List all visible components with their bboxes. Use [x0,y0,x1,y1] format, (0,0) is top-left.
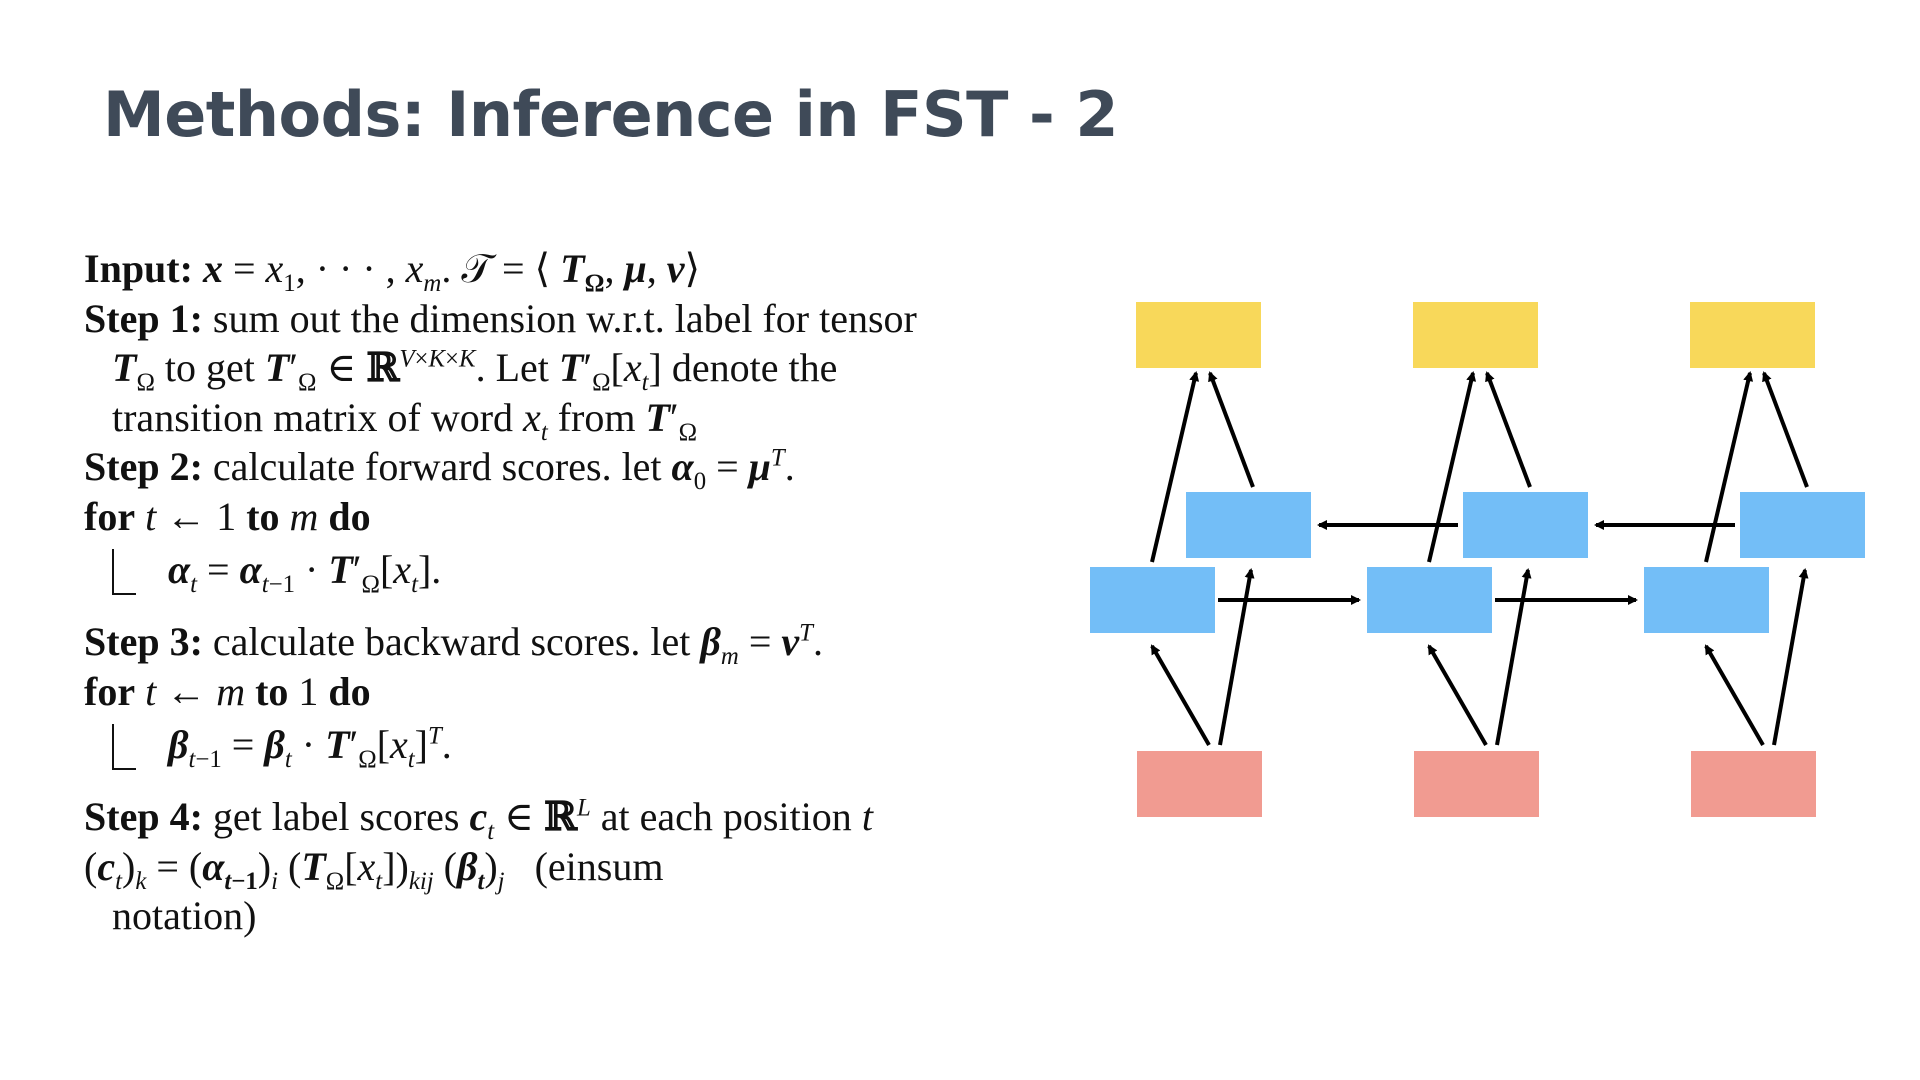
forward-to-output-arrow [1427,371,1477,563]
for-keyword: for [84,668,136,714]
step1-from: from [547,394,646,440]
algo-backward-body: βt−1 = βt · T′Ω[xt]T. [84,716,1044,774]
loop-bracket [112,549,136,595]
input-label: Input: [84,246,193,291]
input-to-forward-arrow [1427,644,1488,746]
notation-label: notation) [112,893,257,938]
step4-text: get label scores [202,794,470,839]
diagram-nodes [1090,302,1865,817]
forward-to-output-arrow [1704,371,1754,563]
algo-backward-for-line: for t ← m to 1 do [84,668,371,714]
input-to-backward-arrow [1772,568,1809,746]
input-to-backward-arrow [1495,568,1532,746]
input-to-forward-arrow [1704,644,1765,746]
input-to-forward-arrow [1150,644,1211,746]
step2-formula: α0 = μT. [671,444,795,495]
output-node [1136,302,1261,368]
step3-label: Step 3: [84,619,203,664]
backward-hidden-node [1186,492,1311,558]
step1-formula-a: TΩ [112,345,155,396]
einsum-label: (einsum [534,843,664,889]
forward-hidden-node [1090,567,1215,633]
step1-let: . Let [475,345,559,390]
forward-hidden-node [1367,567,1492,633]
step3-formula: βm = νT. [700,619,823,670]
input-node [1414,751,1539,817]
algo-forward-body: αt = αt−1 · T′Ω[xt]. [84,541,1044,599]
input-formula: x = x1, · · · , xm. 𝒯 = ⟨ TΩ, μ, ν⟩ [202,246,701,297]
step2-text: calculate forward scores. let [202,444,672,489]
forward-hidden-node [1644,567,1769,633]
einsum-formula: (ct)k = (αt−1)i (TΩ[xt])kij (βt)j [84,843,505,895]
algo-step3-line: Step 3: calculate backward scores. let β… [84,617,1044,670]
output-node [1690,302,1815,368]
step1-denote: denote the [661,345,838,390]
backward-to-output-arrow [1762,371,1809,488]
algo-input-line: Input: x = x1, · · · , xm. 𝒯 = ⟨ TΩ, μ, … [84,244,1044,297]
to-keyword: to [255,668,289,714]
algo-step4-line3: notation) [84,891,1044,941]
do-keyword: do [328,668,371,714]
algo-step4-line2: (ct)k = (αt−1)i (TΩ[xt])kij (βt)j (einsu… [84,842,1044,895]
slide-title: Methods: Inference in FST - 2 [103,78,1118,151]
diagram-arrows [1150,371,1809,746]
step4-label: Step 4: [84,794,203,839]
input-node [1137,751,1262,817]
backward-hidden-node [1463,492,1588,558]
algo-step1-line1: Step 1: sum out the dimension w.r.t. lab… [84,294,1044,344]
algo-step2-line: Step 2: calculate forward scores. let α0… [84,442,1044,495]
algo-step1-line3: transition matrix of word xt from T′Ω [112,394,698,446]
input-to-backward-arrow [1218,568,1255,746]
step1-label: Step 1: [84,295,203,341]
backward-to-output-arrow [1485,371,1532,488]
forward-recursion: αt = αt−1 · T′Ω[xt]. [168,547,442,598]
input-node [1691,751,1816,817]
algorithm-block: Input: x = x1, · · · , xm. 𝒯 = ⟨ TΩ, μ, … [84,244,1044,941]
step1-formula-c: T′Ω[xt] [558,345,662,396]
backward-to-output-arrow [1208,371,1255,488]
step3-text: calculate backward scores. let [202,619,701,664]
backward-recursion: βt−1 = βt · T′Ω[xt]T. [168,722,452,773]
do-keyword: do [328,493,371,539]
to-keyword: to [246,493,280,539]
step1-formula-b: T′Ω ∈ ℝV×K×K [264,344,476,396]
for-keyword: for [84,493,136,539]
step2-label: Step 2: [84,444,203,489]
backward-hidden-node [1740,492,1865,558]
output-node [1413,302,1538,368]
loop-bracket [112,724,136,770]
step1-text: sum out the dimension w.r.t. label for t… [202,295,917,341]
algo-forward-for-line: for t ← 1 to m do [84,493,371,539]
algo-step1-line2: TΩ to get T′Ω ∈ ℝV×K×K. Let T′Ω[xt] deno… [84,343,1044,396]
algo-step4-line1: Step 4: get label scores ct ∈ ℝL at each… [84,793,873,845]
bilstm-diagram [1090,302,1865,817]
step1-line3-text: transition matrix of word [112,394,524,440]
step1-to-get: to get [154,345,265,390]
step4-at: at each position [590,794,862,839]
forward-to-output-arrow [1150,371,1200,563]
